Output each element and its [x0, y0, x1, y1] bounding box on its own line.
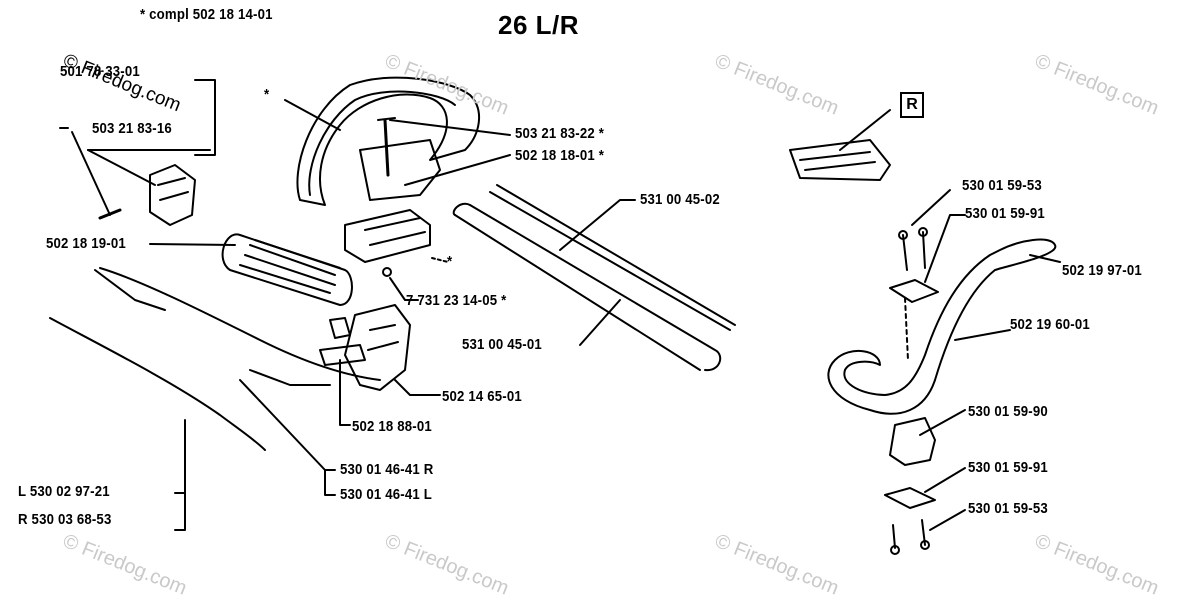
- part-label: 530 01 59-53: [968, 500, 1048, 517]
- leader-530-01-59-91-a: [924, 214, 966, 283]
- leader-530-01-59-90: [919, 409, 966, 436]
- left-clamp: [149, 164, 196, 226]
- part-label: 502 18 88-01: [352, 418, 432, 435]
- clamp-lower: [889, 417, 936, 466]
- variant-badge: R: [900, 92, 924, 118]
- parts-diagram: © Firedog.com © Firedog.com © Firedog.co…: [18, 6, 1162, 600]
- screw-bottom-left: [892, 524, 896, 549]
- model-title: 26 L/R: [498, 10, 580, 40]
- part-label: 502 19 97-01: [1062, 262, 1142, 279]
- part-label: 503 21 83-22 *: [515, 125, 605, 142]
- small-nut: [382, 267, 392, 277]
- part-label: 7 731 23 14-05 *: [406, 292, 507, 309]
- throttle-trigger: [319, 344, 366, 366]
- clamp-top: [889, 279, 939, 303]
- handle-base-clamp: [359, 139, 441, 201]
- leader-503-21-83-22: [389, 119, 511, 136]
- leader-clamp-b: [87, 149, 156, 186]
- part-label: 530 01 59-53: [962, 177, 1042, 194]
- screw-top-left: [902, 234, 908, 271]
- parts-drawing: [49, 76, 1061, 555]
- shaft-tube-lower: [454, 204, 722, 372]
- throttle-cable: [99, 267, 381, 381]
- leader-502-19-97-01: [1029, 254, 1061, 263]
- stop-cable: [49, 317, 266, 451]
- leader-530-01-46-41: [239, 379, 336, 496]
- screw-clamp: [98, 208, 122, 220]
- leader-502-18-19-01: [149, 243, 236, 246]
- leader-530-01-59-53-b: [929, 509, 966, 531]
- compl-note: * compl 502 18 14-01: [140, 6, 273, 23]
- shaft-tube-upper: [489, 184, 736, 331]
- leader-502-14-65-01: [394, 379, 441, 396]
- part-label: 502 18 18-01 *: [515, 147, 605, 164]
- part-label: 501 78 33-01: [60, 63, 140, 80]
- throttle-housing: [344, 304, 411, 391]
- leader-502-18-88-01: [339, 359, 351, 426]
- part-label: 531 00 45-01: [462, 336, 542, 353]
- asterisk-marker: *: [447, 253, 453, 270]
- part-label: 502 18 19-01: [46, 235, 126, 252]
- leader-502-19-60-01: [954, 329, 1011, 341]
- handle-grip: [221, 233, 353, 306]
- part-label: L 530 02 97-21: [18, 483, 110, 500]
- handle-lower-clamp: [344, 209, 431, 263]
- leader-531-00-45-01: [579, 299, 621, 346]
- part-label: 530 01 59-90: [968, 403, 1048, 420]
- screw-top-right: [922, 231, 926, 269]
- part-label: R 530 03 68-53: [18, 511, 112, 528]
- leader-731-23-14-05: [389, 277, 419, 301]
- part-label: 503 21 83-16: [92, 120, 172, 137]
- leader-531-00-45-02: [559, 199, 636, 251]
- leader-handle-asterisk: [284, 99, 341, 131]
- part-label: 530 01 59-91: [968, 459, 1048, 476]
- part-label: 530 01 46-41 R: [340, 461, 434, 478]
- part-label: 502 14 65-01: [442, 388, 522, 405]
- part-label: 531 00 45-02: [640, 191, 720, 208]
- leader-530-02-97-21: [174, 419, 186, 531]
- leader-530-01-59-53-a: [911, 189, 951, 226]
- leader-502-18-18-01: [404, 154, 511, 186]
- part-label: 530 01 59-91: [965, 205, 1045, 222]
- handle-bolt: [383, 118, 390, 177]
- part-label: 502 19 60-01: [1010, 316, 1090, 333]
- bracket-501-78-33-01: [194, 79, 216, 156]
- bike-handle: [827, 238, 1057, 415]
- leader-530-01-59-91-b: [924, 467, 966, 493]
- asterisk-marker: *: [264, 86, 270, 103]
- leader-r-grip: [839, 109, 891, 151]
- part-label: 530 01 46-41 L: [340, 486, 433, 503]
- leader-clamp-a: [71, 131, 111, 216]
- clamp-bottom: [884, 487, 936, 509]
- right-grip: [789, 139, 891, 181]
- loop-handle: [296, 76, 481, 206]
